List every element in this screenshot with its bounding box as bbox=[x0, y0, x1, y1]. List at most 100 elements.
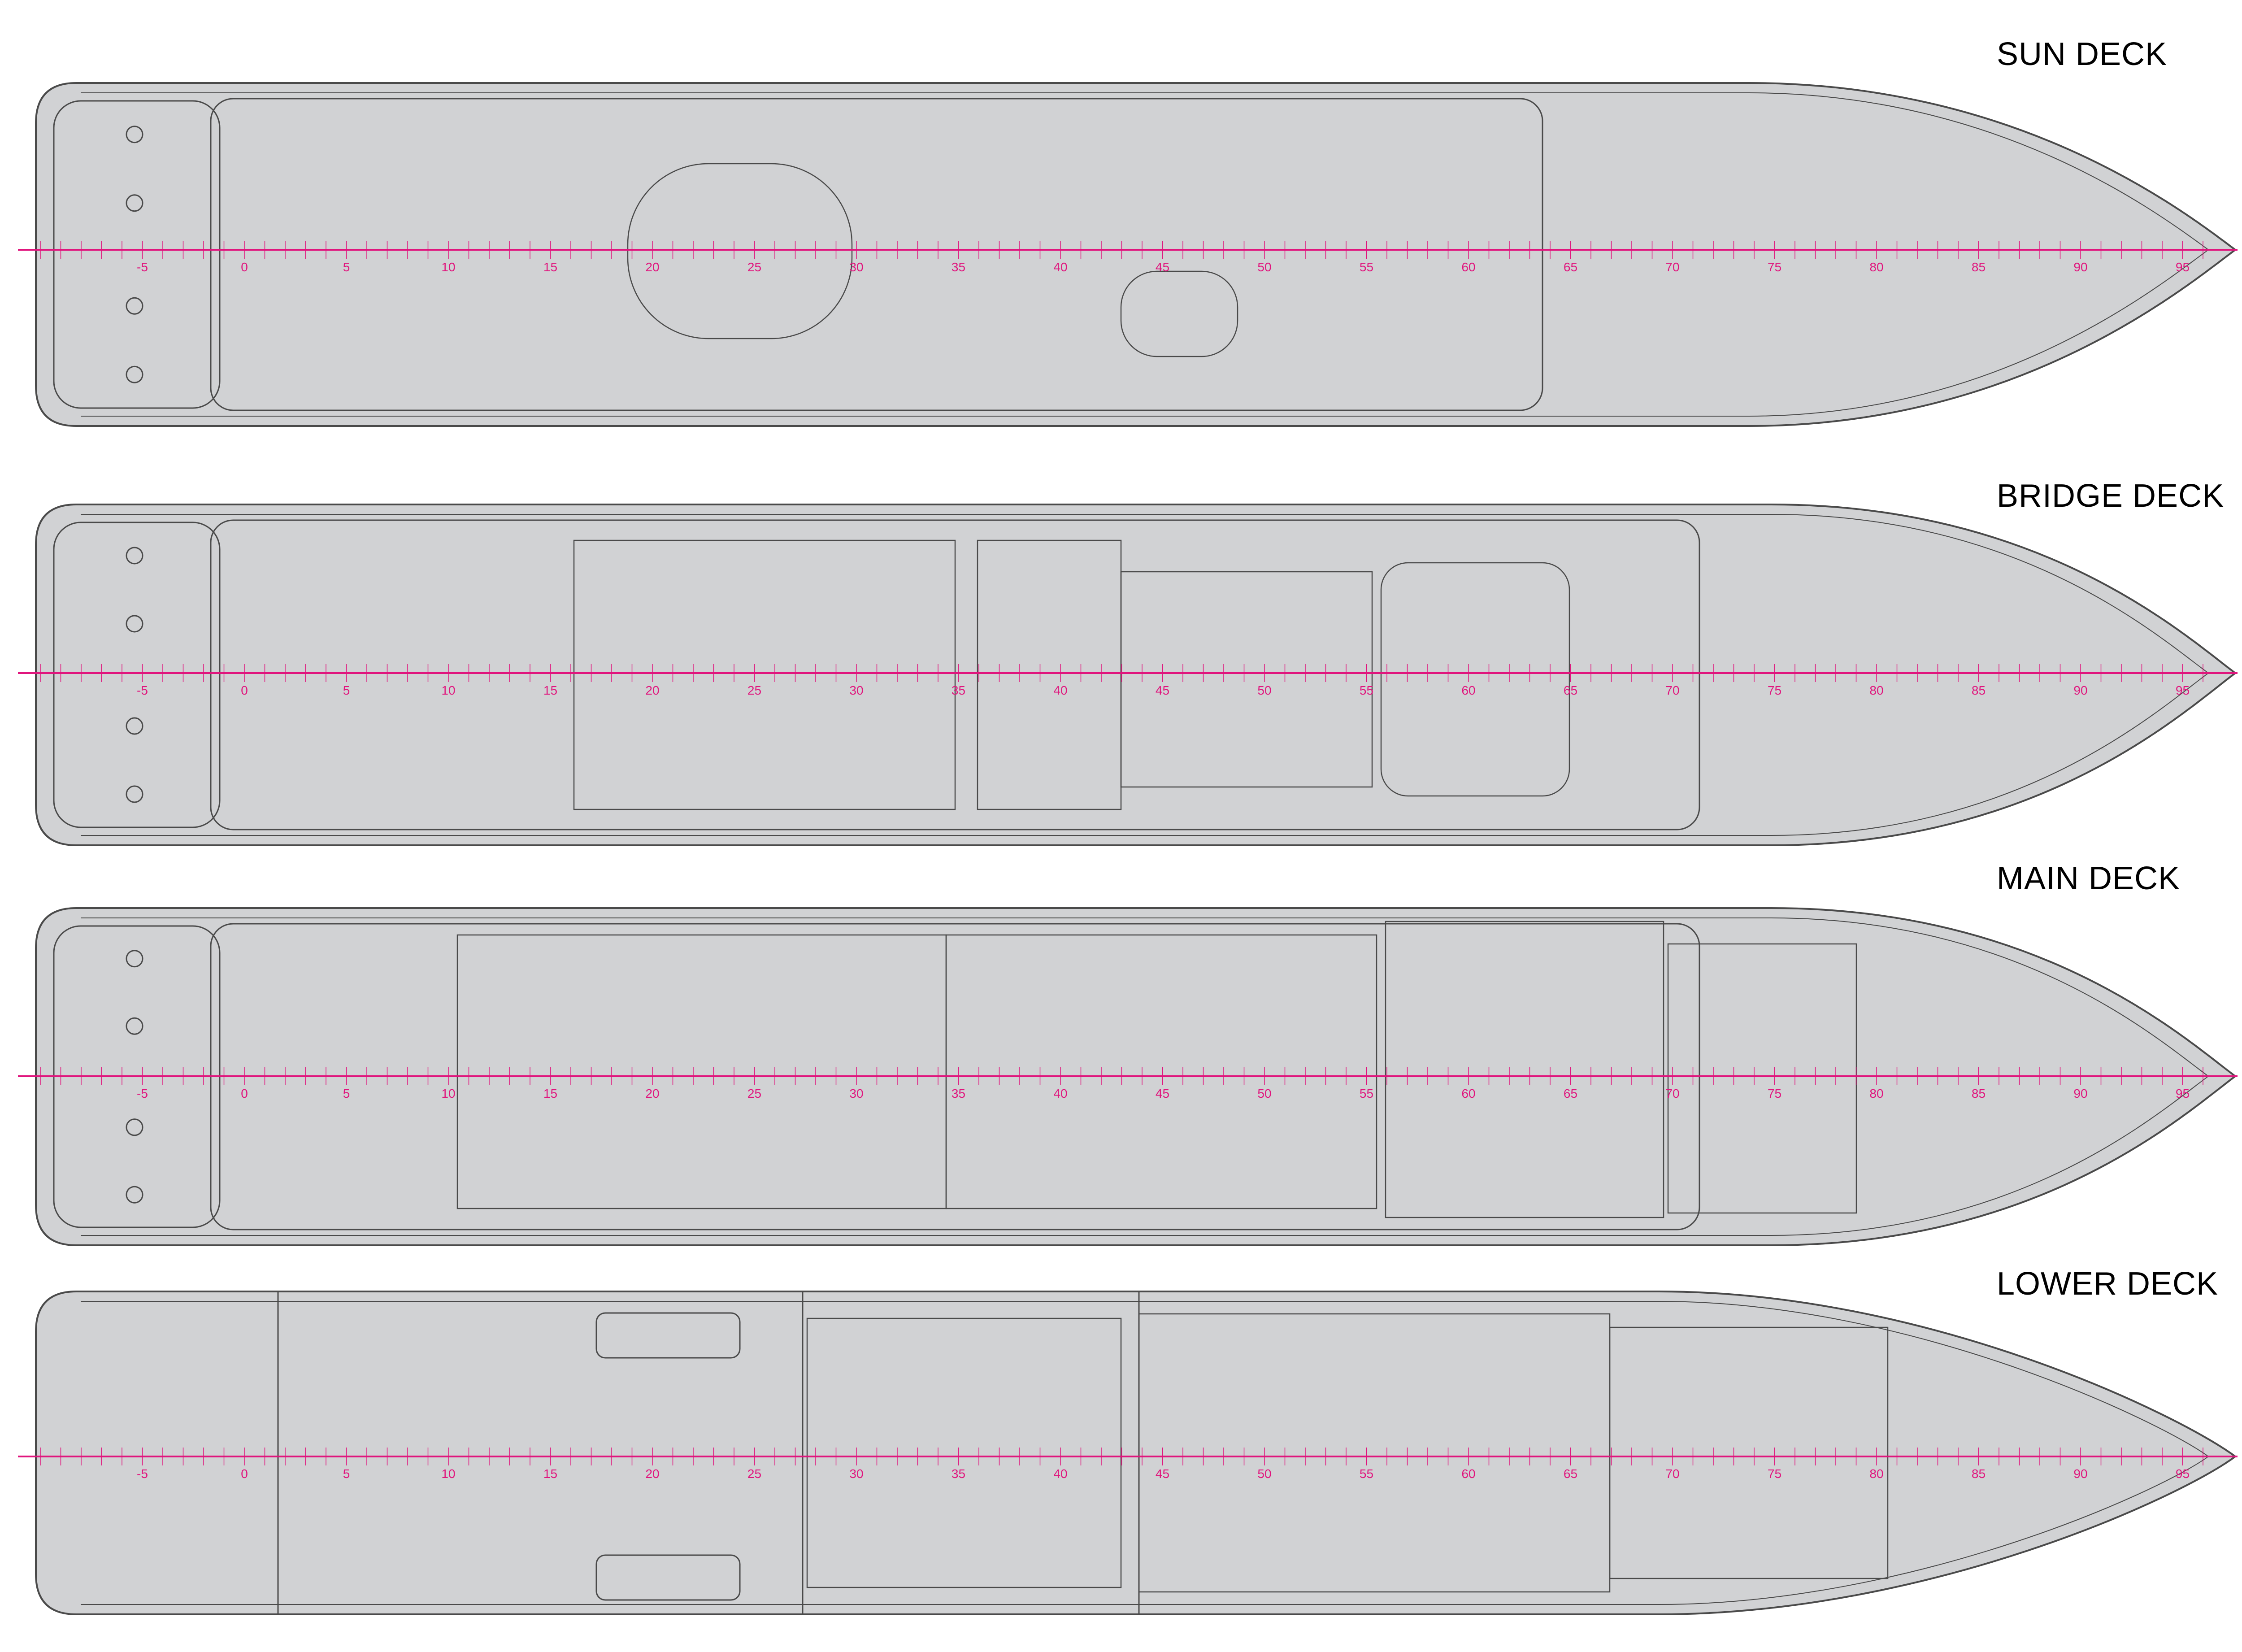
room-outline bbox=[1380, 562, 1570, 797]
frame-label: 60 bbox=[1461, 683, 1475, 697]
frame-label: 10 bbox=[441, 683, 455, 697]
frame-label: 90 bbox=[2073, 260, 2087, 274]
deck-title-bridge: BRIDGE DECK bbox=[1997, 478, 2225, 514]
frame-label: 15 bbox=[543, 683, 557, 697]
room-outline bbox=[1609, 1326, 1889, 1579]
bollard-icon bbox=[126, 297, 143, 315]
engine bbox=[595, 1554, 741, 1601]
room-outline bbox=[1385, 921, 1664, 1218]
frame-label: 5 bbox=[343, 683, 350, 697]
frame-label: 5 bbox=[343, 1467, 350, 1481]
frame-label: 70 bbox=[1665, 1467, 1679, 1481]
frame-label: 0 bbox=[241, 260, 248, 274]
frame-label: 15 bbox=[543, 1467, 557, 1481]
frame-label: 80 bbox=[1869, 1087, 1883, 1100]
frame-label: 25 bbox=[747, 1087, 761, 1100]
bollard-icon bbox=[126, 547, 143, 565]
frame-label: 80 bbox=[1869, 683, 1883, 697]
hull-outline bbox=[35, 504, 2237, 846]
frame-label: 30 bbox=[849, 1087, 863, 1100]
frame-label: 40 bbox=[1053, 260, 1067, 274]
frame-label: 60 bbox=[1461, 260, 1475, 274]
frame-label: 45 bbox=[1156, 683, 1169, 697]
frame-label: 60 bbox=[1461, 1467, 1475, 1481]
frame-label: 90 bbox=[2073, 1087, 2087, 1100]
frame-label: 30 bbox=[849, 1467, 863, 1481]
frame-label: 15 bbox=[543, 260, 557, 274]
frame-label: 0 bbox=[241, 1467, 248, 1481]
frame-label: 5 bbox=[343, 1087, 350, 1100]
frame-label: 45 bbox=[1156, 1087, 1169, 1100]
bollard-icon bbox=[126, 615, 143, 633]
frame-label: 95 bbox=[2176, 683, 2190, 697]
frame-label: 90 bbox=[2073, 1467, 2087, 1481]
engine bbox=[595, 1312, 741, 1359]
frame-label: 70 bbox=[1665, 260, 1679, 274]
room-outline bbox=[627, 163, 853, 339]
frame-label: 0 bbox=[241, 1087, 248, 1100]
frame-label: 35 bbox=[952, 1087, 965, 1100]
room-outline bbox=[945, 934, 1377, 1209]
frame-label: 15 bbox=[543, 1087, 557, 1100]
room-outline bbox=[1120, 571, 1373, 788]
frame-label: 55 bbox=[1360, 683, 1373, 697]
bollard-icon bbox=[126, 365, 143, 383]
bollard-icon bbox=[126, 717, 143, 735]
stern-platform bbox=[53, 522, 221, 828]
room-outline bbox=[573, 539, 956, 810]
bollard-icon bbox=[126, 785, 143, 803]
frame-label: 20 bbox=[645, 260, 659, 274]
frame-label: 10 bbox=[441, 1467, 455, 1481]
hull-outline bbox=[35, 82, 2237, 427]
frame-label: 70 bbox=[1665, 1087, 1679, 1100]
frame-label: 20 bbox=[645, 1467, 659, 1481]
frame-label: 30 bbox=[849, 260, 863, 274]
frame-label: 95 bbox=[2176, 1467, 2190, 1481]
frame-label: 80 bbox=[1869, 1467, 1883, 1481]
frame-label: 65 bbox=[1564, 1467, 1577, 1481]
frame-label: 10 bbox=[441, 1087, 455, 1100]
frame-label: 40 bbox=[1053, 1087, 1067, 1100]
frame-label: 75 bbox=[1768, 260, 1781, 274]
deck-title-sun: SUN DECK bbox=[1997, 36, 2168, 72]
frame-label: 55 bbox=[1360, 1467, 1373, 1481]
deck-title-main: MAIN DECK bbox=[1997, 861, 2181, 896]
frame-label: 50 bbox=[1257, 683, 1271, 697]
frame-label: -5 bbox=[137, 683, 148, 697]
frame-label: 85 bbox=[1972, 1087, 1986, 1100]
frame-label: 5 bbox=[343, 260, 350, 274]
room-outline bbox=[806, 1317, 1122, 1588]
frame-label: 30 bbox=[849, 683, 863, 697]
bollard-icon bbox=[126, 1118, 143, 1136]
frame-label: -5 bbox=[137, 1467, 148, 1481]
frame-label: 35 bbox=[952, 683, 965, 697]
frame-label: 40 bbox=[1053, 683, 1067, 697]
frame-label: -5 bbox=[137, 1087, 148, 1100]
deck-title-lower: LOWER DECK bbox=[1997, 1266, 2219, 1302]
superstructure-outline bbox=[210, 98, 1543, 411]
room-outline bbox=[1120, 270, 1238, 357]
frame-label: 50 bbox=[1257, 260, 1271, 274]
frame-label: -5 bbox=[137, 260, 148, 274]
frame-label: 20 bbox=[645, 1087, 659, 1100]
bollard-icon bbox=[126, 950, 143, 968]
frame-label: 60 bbox=[1461, 1087, 1475, 1100]
frame-label: 55 bbox=[1360, 260, 1373, 274]
frame-label: 0 bbox=[241, 683, 248, 697]
stern-platform bbox=[53, 100, 221, 409]
superstructure-outline bbox=[210, 519, 1700, 830]
frame-label: 35 bbox=[952, 260, 965, 274]
frame-label: 85 bbox=[1972, 683, 1986, 697]
frame-label: 40 bbox=[1053, 1467, 1067, 1481]
frame-label: 25 bbox=[747, 260, 761, 274]
hull-outline bbox=[35, 1291, 2237, 1615]
frame-label: 95 bbox=[2176, 260, 2190, 274]
frame-label: 75 bbox=[1768, 1467, 1781, 1481]
frame-label: 65 bbox=[1564, 683, 1577, 697]
frame-label: 70 bbox=[1665, 683, 1679, 697]
